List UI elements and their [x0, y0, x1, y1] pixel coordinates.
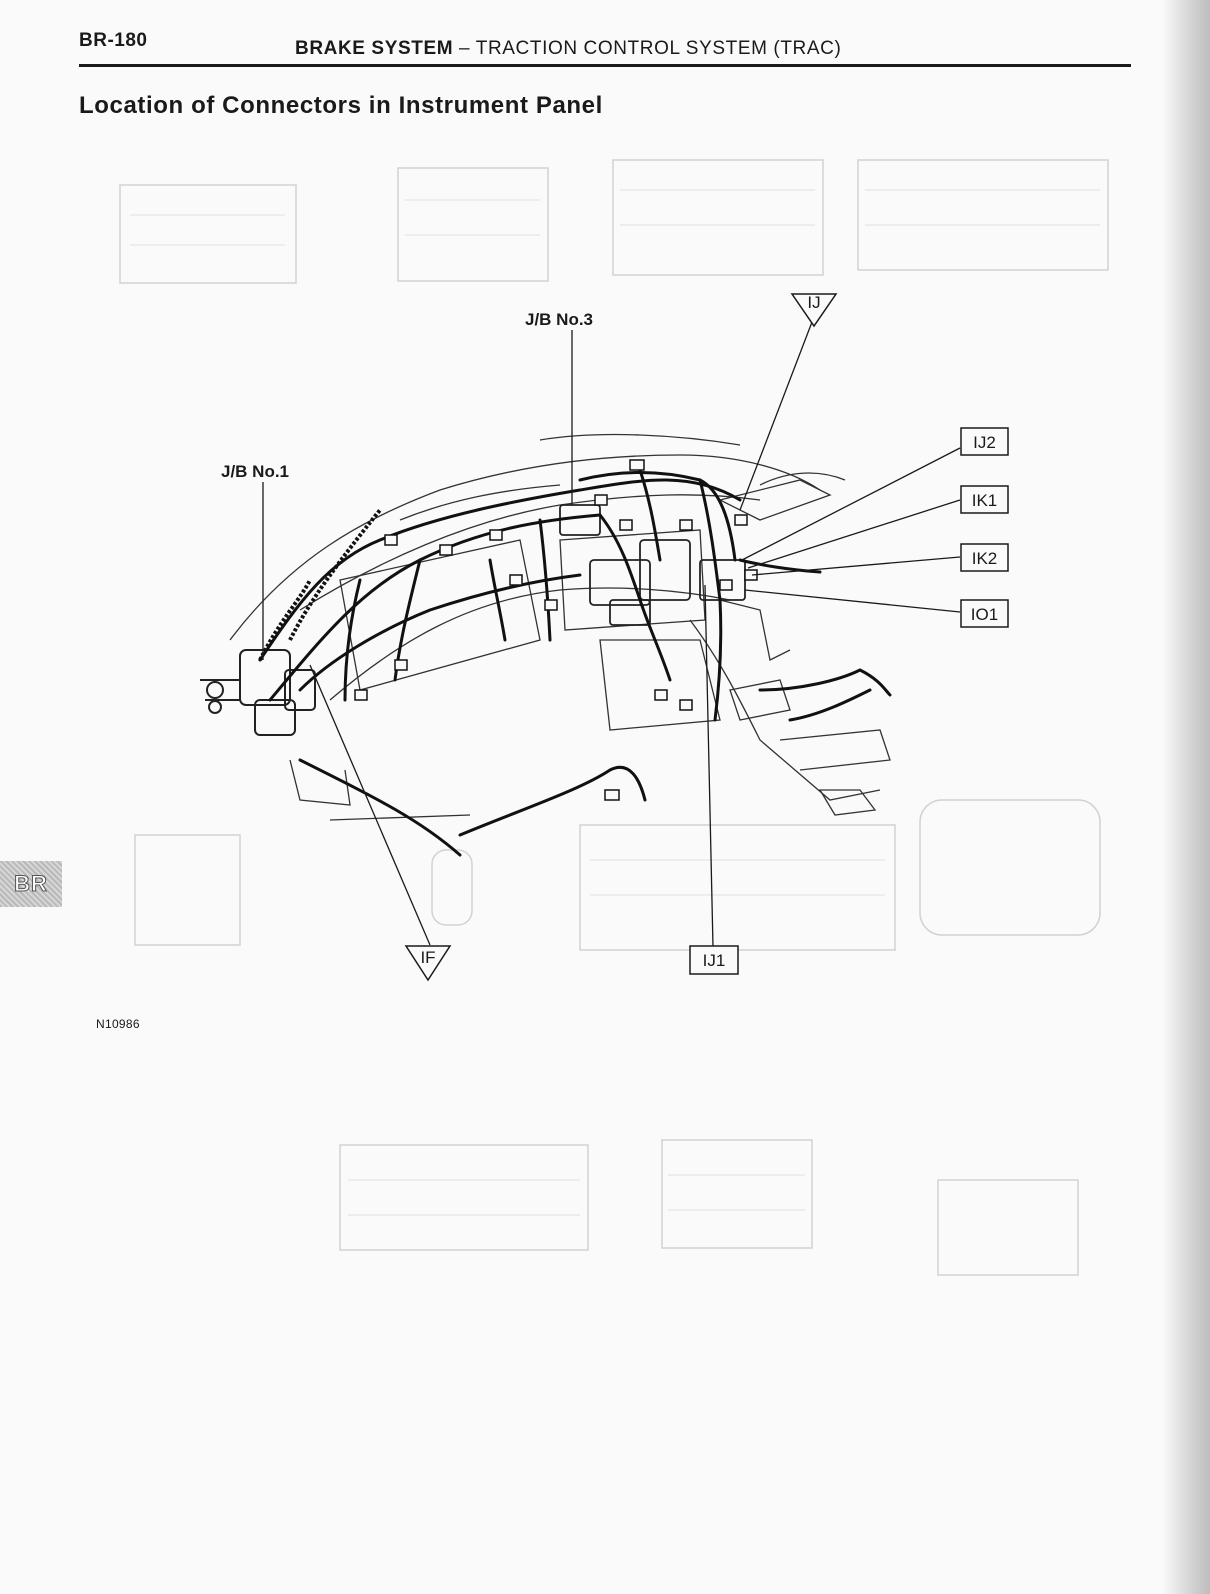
center-junction-area: [559, 504, 746, 626]
callout-io1: IO1: [971, 605, 998, 624]
leader-lines: [262, 321, 961, 948]
section-title: Location of Connectors in Instrument Pan…: [79, 92, 603, 119]
running-title-system: BRAKE SYSTEM: [295, 38, 454, 59]
corrugated-tube: [258, 508, 382, 661]
callout-ij: IJ: [807, 293, 820, 312]
running-title-subsystem: – TRACTION CONTROL SYSTEM (TRAC): [453, 38, 842, 59]
callout-ij1: IJ1: [703, 951, 726, 970]
leader-io1: [744, 589, 961, 613]
binding-shadow: [1162, 0, 1210, 1594]
callout-jb-no1: J/B No.1: [221, 462, 289, 481]
callout-ik2: IK2: [972, 549, 998, 568]
dashboard-outline: [229, 433, 891, 821]
callout-io1-box: IO1: [960, 599, 1009, 628]
leader-ik2: [751, 556, 961, 576]
left-junction-area: [200, 649, 316, 736]
callout-ij1-box: IJ1: [689, 945, 739, 975]
callout-ij-triangle: IJ: [790, 293, 838, 328]
callout-ik1-box: IK1: [960, 485, 1009, 514]
callout-ik2-box: IK2: [960, 543, 1009, 572]
section-side-tab: BR: [0, 861, 62, 907]
leader-ij2: [741, 447, 961, 561]
leader-ij: [739, 321, 813, 511]
figure-code: N10986: [96, 1017, 140, 1031]
callout-if-triangle: IF: [404, 945, 452, 982]
callout-ij2-box: IJ2: [960, 427, 1009, 456]
harness-connectors: [354, 459, 758, 801]
running-title: BRAKE SYSTEM – TRACTION CONTROL SYSTEM (…: [295, 38, 841, 60]
leader-ij1: [704, 584, 714, 948]
callout-ik1: IK1: [972, 491, 998, 510]
side-tab-label: BR: [14, 871, 48, 897]
page-number: BR-180: [79, 30, 148, 51]
header-rule: [79, 64, 1131, 67]
leader-ik1: [747, 499, 961, 569]
callout-if: IF: [420, 948, 435, 967]
leader-if: [309, 664, 431, 946]
wiring-harness: [258, 468, 892, 857]
callout-jb-no3: J/B No.3: [525, 310, 593, 329]
callout-ij2: IJ2: [973, 433, 996, 452]
